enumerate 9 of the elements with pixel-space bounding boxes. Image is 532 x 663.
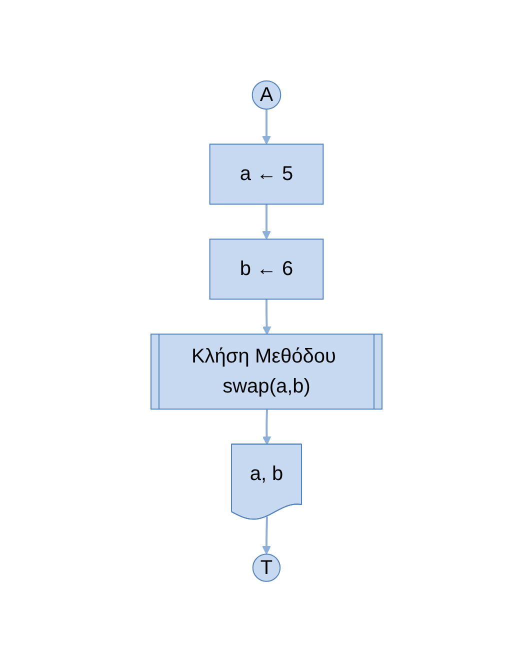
- arrow: [262, 410, 271, 446]
- arrow: [262, 109, 270, 145]
- node-circle: T: [252, 554, 280, 582]
- arrow: [262, 299, 271, 336]
- node-box: a ← 5: [208, 144, 324, 205]
- node-box: b ← 6: [208, 238, 324, 300]
- arrow: [262, 204, 270, 240]
- node-circle: A: [251, 80, 281, 110]
- arrow: [262, 516, 270, 555]
